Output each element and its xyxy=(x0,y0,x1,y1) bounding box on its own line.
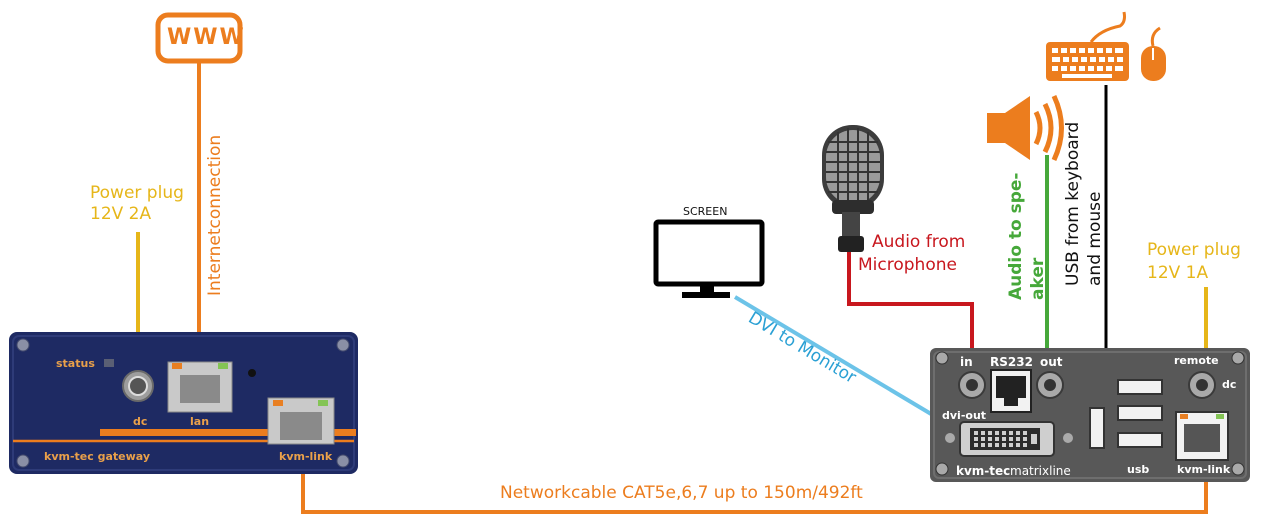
left-power-label-1: Power plug xyxy=(90,183,184,203)
usb-label-2: and mouse xyxy=(1085,191,1105,286)
matrixline-device xyxy=(930,348,1250,482)
matrixline-remote-label: remote xyxy=(1174,354,1219,367)
keyboard-icon xyxy=(1046,11,1129,81)
screen-label: SCREEN xyxy=(683,205,728,218)
usb-label-1: USB from keyboard xyxy=(1063,121,1083,286)
screen-icon xyxy=(653,219,765,298)
mic-label-2: Microphone xyxy=(858,255,957,275)
right-power-label-1: Power plug xyxy=(1147,240,1241,260)
gateway-dc-label: dc xyxy=(133,415,148,428)
dvi-cable xyxy=(733,295,970,438)
matrixline-rs232-label: RS232 xyxy=(990,355,1033,369)
matrixline-in-label: in xyxy=(960,355,973,369)
right-power-label-2: 12V 1A xyxy=(1147,263,1209,283)
matrixline-dc-label: dc xyxy=(1222,378,1237,391)
matrixline-name-rest: matrixline xyxy=(1010,464,1071,478)
www-icon-label: WWW xyxy=(167,25,246,50)
speaker-label-2: aker xyxy=(1028,257,1048,300)
matrixline-dvi-out-label: dvi-out xyxy=(942,409,987,422)
speaker-label-1: Audio to spe- xyxy=(1006,172,1026,300)
gateway-lan-label: lan xyxy=(190,415,210,428)
gateway-status-label: status xyxy=(56,357,95,370)
matrixline-kvm-link-label: kvm-link xyxy=(1177,463,1231,476)
internet-connection-label: Internetconnection xyxy=(205,134,225,296)
matrixline-usb-label: usb xyxy=(1127,463,1150,476)
gateway-name-label: kvm-tec gateway xyxy=(44,450,151,463)
gateway-device xyxy=(9,332,358,474)
mic-label-1: Audio from xyxy=(872,232,966,252)
matrixline-name-bold: kvm-tec xyxy=(956,464,1011,478)
speaker-icon xyxy=(987,94,1064,162)
left-power-label-2: 12V 2A xyxy=(90,204,152,224)
gateway-kvm-link-label: kvm-link xyxy=(279,450,333,463)
network-cable-label: Networkcable CAT5e,6,7 up to 150m/492ft xyxy=(500,483,863,503)
www-icon xyxy=(155,12,243,64)
mouse-icon xyxy=(1141,26,1166,81)
mic-cable xyxy=(847,252,974,378)
microphone-icon xyxy=(822,125,884,252)
matrixline-out-label: out xyxy=(1040,355,1063,369)
